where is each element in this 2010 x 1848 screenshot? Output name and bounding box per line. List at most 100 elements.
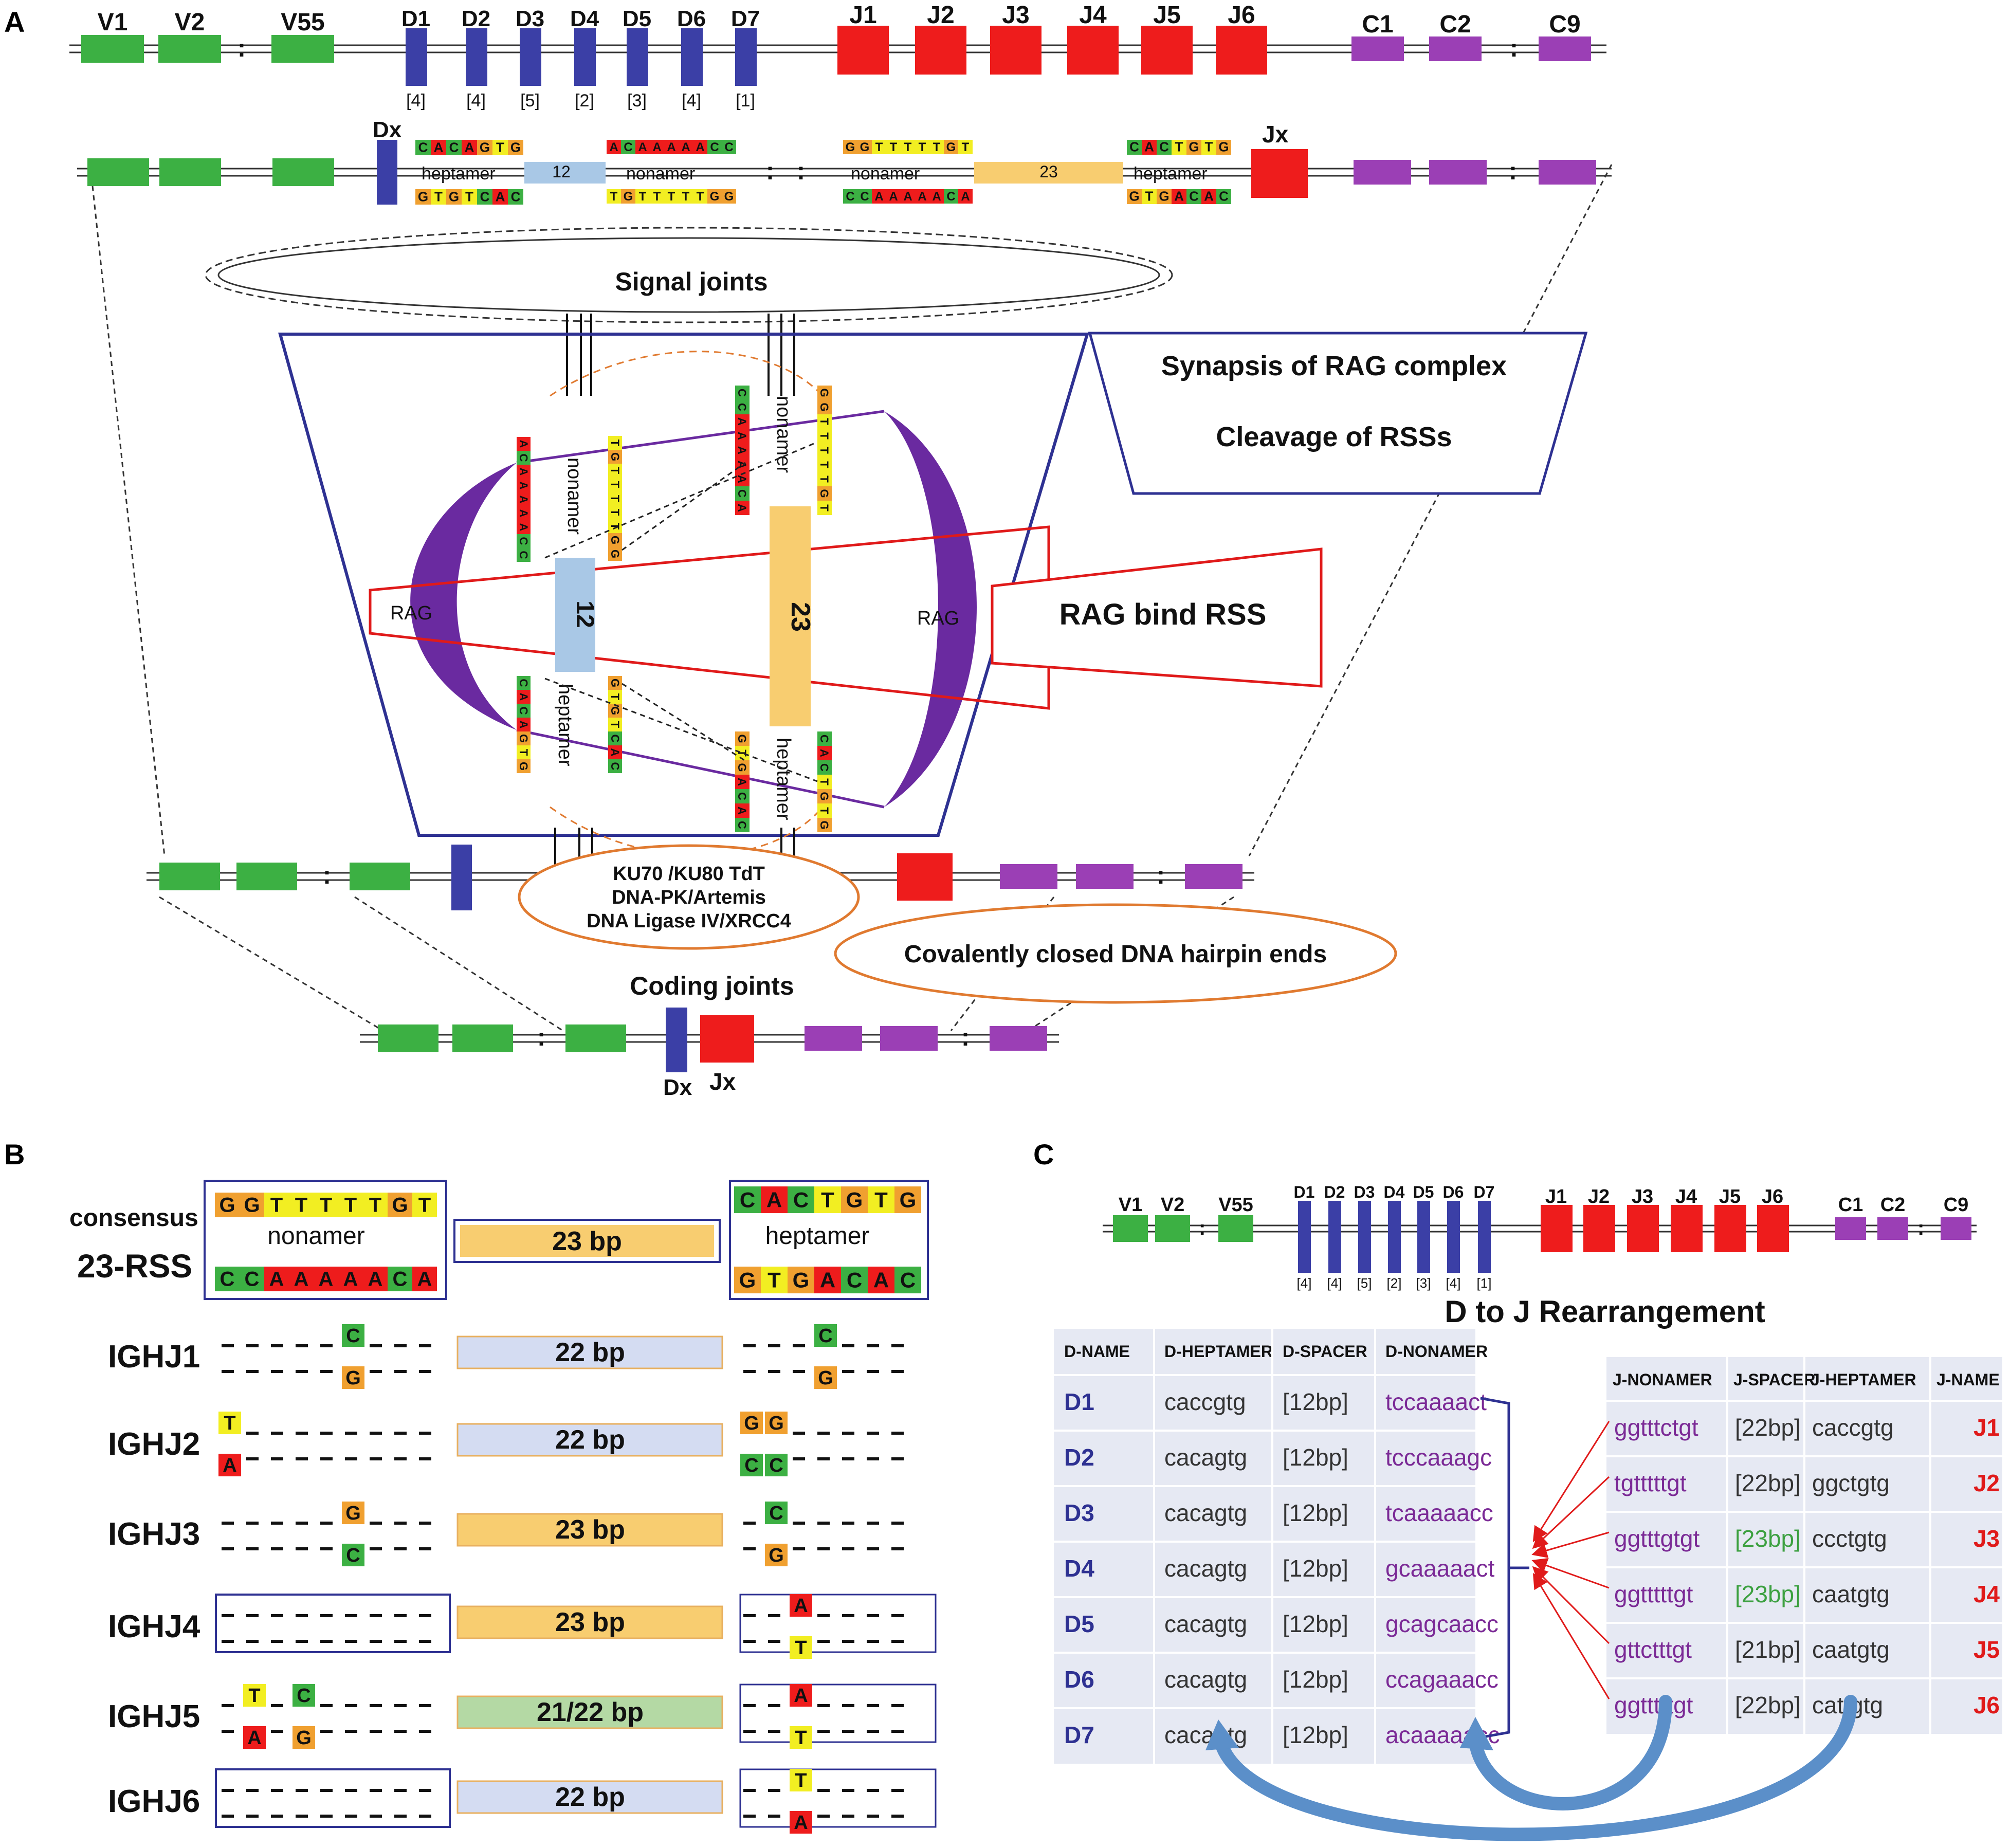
nucleotide-cell xyxy=(477,189,492,205)
nucleotide-cell xyxy=(868,1267,894,1293)
nucleotide-cell xyxy=(735,775,750,789)
heptamer-box xyxy=(739,1684,937,1743)
d-table-cell: cacagtg xyxy=(1164,1555,1247,1582)
nucleotide-cell xyxy=(240,1267,264,1291)
nucleotide-letter: C xyxy=(245,1268,260,1290)
variant-top-cell xyxy=(765,1502,788,1524)
v-gene-segment xyxy=(271,35,334,63)
j-table-header: J-SPACER xyxy=(1733,1370,1815,1389)
nucleotide-cell xyxy=(608,464,622,478)
nucleotide-letter: G xyxy=(219,1194,235,1216)
nucleotide-letter: C xyxy=(418,139,428,155)
nucleotide-letter: C xyxy=(624,140,632,154)
d-gene-label: D1 xyxy=(1294,1183,1315,1201)
nucleotide-letter: T xyxy=(270,1194,283,1216)
d-table-cell: tcaaaaacc xyxy=(1385,1499,1493,1526)
synapsis-callout-box xyxy=(1088,332,1588,495)
d-table-cell: tccaaaact xyxy=(1385,1388,1487,1415)
d-gene-copy-count: [5] xyxy=(520,91,540,111)
variant-bottom-letter: G xyxy=(296,1727,312,1749)
j-gene-label: J6 xyxy=(1762,1186,1783,1207)
d-table-cell: gcagcaacc xyxy=(1385,1611,1499,1637)
nucleotide-cell xyxy=(264,1267,289,1291)
nucleotide-cell xyxy=(817,775,832,789)
v-gene-label: V2 xyxy=(1161,1194,1184,1216)
nucleotide-letter: T xyxy=(821,1188,834,1212)
nucleotide-cell xyxy=(1186,140,1201,155)
nucleotide-cell xyxy=(679,189,693,204)
ighj-spacer-label: 22 bp xyxy=(555,1338,625,1367)
nucleotide-letter: G xyxy=(818,489,831,498)
consensus-nonamer-box xyxy=(204,1180,447,1300)
heptamer-pairing-arrow xyxy=(1214,1695,1857,1841)
c-gene-segment xyxy=(805,1026,862,1051)
center-spacer-12 xyxy=(555,558,595,672)
nucleotide-cell xyxy=(608,704,622,718)
nucleotide-cell xyxy=(722,189,736,204)
nucleotide-cell xyxy=(621,140,635,154)
variant-top-cell xyxy=(243,1684,266,1707)
d-table-header: D-NAME xyxy=(1064,1342,1130,1361)
nucleotide-letter: G xyxy=(818,388,831,397)
nucleotide-letter: A xyxy=(903,190,912,204)
nucleotide-letter: T xyxy=(697,190,704,204)
nucleotide-cell xyxy=(517,451,531,465)
consensus-heptamer-box xyxy=(729,1180,929,1300)
nucleotide-letter: A xyxy=(736,446,748,454)
d-gene-label: D2 xyxy=(1324,1183,1345,1201)
nucleotide-cell xyxy=(264,1193,289,1217)
nucleotide-cell xyxy=(431,189,446,205)
c-gene-segment xyxy=(1877,1217,1908,1240)
v-gene-segment xyxy=(1218,1215,1253,1242)
nucleotide-cell xyxy=(735,429,750,443)
ighj-gene-label: IGHJ6 xyxy=(108,1784,200,1819)
dx-label: Dx xyxy=(373,117,402,142)
nucleotide-letter: C xyxy=(449,139,459,155)
nucleotide-letter: A xyxy=(517,440,530,448)
v-gene-segment xyxy=(1155,1215,1190,1242)
j-gene-segment xyxy=(1216,26,1267,75)
nucleotide-letter: T xyxy=(890,140,898,154)
nucleotide-cell xyxy=(508,189,523,205)
dx-segment xyxy=(451,845,472,910)
nucleotide-letter: C xyxy=(724,140,733,154)
nucleotide-cell xyxy=(817,472,832,486)
nucleotide-cell xyxy=(621,189,635,204)
variant-top-letter: C xyxy=(818,1325,832,1347)
ighj-spacer xyxy=(456,1423,723,1457)
nucleotide-cell xyxy=(872,140,886,154)
nucleotide-letter: A xyxy=(873,1268,889,1292)
nucleotide-cell xyxy=(843,140,857,154)
nucleotide-letter: G xyxy=(1159,189,1169,204)
v-gene-segment xyxy=(452,1024,513,1052)
d-gene-label: D7 xyxy=(731,6,760,31)
d-gene-copy-count: [4] xyxy=(1446,1275,1461,1291)
variant-top-letter: C xyxy=(297,1685,310,1707)
ighj-spacer xyxy=(456,1335,723,1369)
nucleotide-letter: G xyxy=(1129,189,1139,204)
j-gene-label: J1 xyxy=(1545,1186,1567,1207)
nucleotide-letter: C xyxy=(1129,139,1139,155)
nucleotide-cell xyxy=(415,189,431,205)
nucleotide-cell xyxy=(735,803,750,818)
variant-top-letter: T xyxy=(248,1685,260,1707)
nucleotide-letter: T xyxy=(653,190,661,204)
j-gene-label: J5 xyxy=(1153,2,1180,29)
j-table-cell: caatgtg xyxy=(1812,1581,1890,1607)
c-gene-segment xyxy=(1351,36,1404,61)
d-table-background xyxy=(1054,1329,1475,1764)
nucleotide-cell xyxy=(462,140,477,155)
nucleotide-letter: G xyxy=(818,792,831,800)
nucleotide-cell xyxy=(608,759,622,773)
variant-bottom-letter: T xyxy=(795,1637,807,1659)
pairing-arrow xyxy=(1532,1476,1610,1549)
j-gene-label: J1 xyxy=(849,2,876,29)
nucleotide-cell xyxy=(735,486,750,501)
center-spacer-23-label: 23 xyxy=(785,602,815,632)
nucleotide-letter: C xyxy=(609,762,622,771)
nucleotide-cell xyxy=(817,458,832,472)
d-table-cell: cacagtg xyxy=(1164,1444,1247,1471)
